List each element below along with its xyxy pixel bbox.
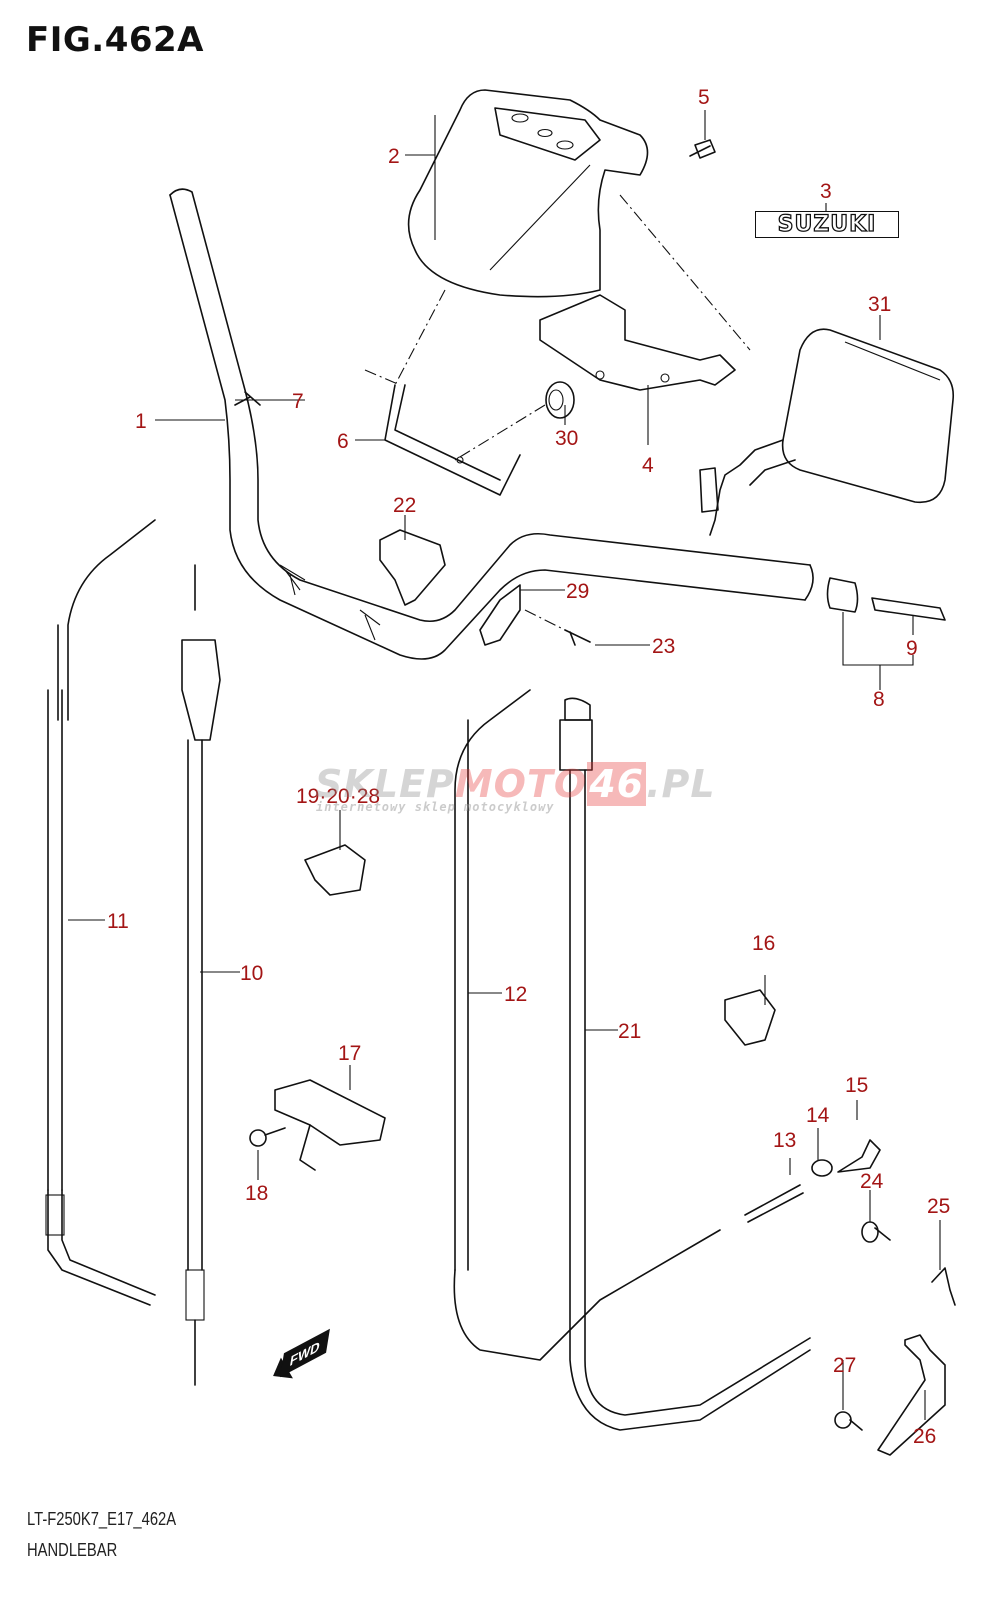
callout-14: 14 [806, 1104, 830, 1127]
suzuki-emblem-part-3[interactable]: SUZUKI [755, 211, 899, 238]
clamp-part-29[interactable] [479, 584, 521, 646]
figure-title: FIG.462A [26, 20, 204, 60]
mirror-part-31[interactable] [699, 328, 955, 536]
callout-2: 2 [388, 145, 400, 168]
handlebar-cover-part-2[interactable] [407, 89, 649, 298]
watermark-part3: 46 [587, 762, 647, 806]
callout-13: 13 [773, 1129, 796, 1152]
callout-30: 30 [555, 427, 578, 450]
callout-16: 16 [752, 932, 775, 955]
leader-lines [68, 110, 941, 1420]
suzuki-logo-text: SUZUKI [777, 211, 877, 237]
pin-part-24[interactable] [861, 1221, 891, 1243]
clamp-part-19-20-28[interactable] [304, 844, 366, 896]
clamp-part-22[interactable] [379, 529, 446, 606]
stay-part-6[interactable] [384, 384, 521, 496]
callout-26: 26 [913, 1425, 936, 1448]
callout-17: 17 [338, 1042, 361, 1065]
bracket-part-4[interactable] [539, 294, 736, 391]
lever-part-26[interactable] [877, 1334, 946, 1456]
callout-12: 12 [504, 983, 527, 1006]
handlebar-part-1[interactable] [169, 188, 814, 660]
bolt-part-5[interactable] [689, 139, 716, 159]
bracket-part-17[interactable] [274, 1079, 386, 1171]
grommet-part-30[interactable] [545, 381, 575, 419]
callout-9: 9 [906, 637, 918, 660]
callout-8: 8 [873, 688, 885, 711]
model-code: LT-F250K7_E17_462A [27, 1509, 177, 1529]
callout-23: 23 [652, 635, 675, 658]
callout-15: 15 [845, 1074, 868, 1097]
watermark: SKLEPMOTO46.PL [315, 762, 716, 806]
callout-1: 1 [135, 410, 147, 433]
joint-part-15[interactable] [837, 1139, 881, 1173]
callout-25: 25 [927, 1195, 950, 1218]
section-name: HANDLEBAR [27, 1540, 118, 1560]
callout-24: 24 [860, 1170, 884, 1193]
callout-31: 31 [868, 293, 891, 316]
callout-7: 7 [292, 390, 304, 413]
watermark-part4: .PL [646, 762, 716, 806]
watermark-subtitle: internetowy sklep motocyklowy [316, 800, 555, 814]
callout-18: 18 [245, 1182, 268, 1205]
clip-part-25[interactable] [931, 1267, 956, 1306]
callout-22: 22 [393, 494, 416, 517]
end-weight-part-8[interactable] [826, 577, 859, 613]
watermark-part1: SKLEP [315, 762, 455, 806]
bolt-part-27[interactable] [834, 1411, 863, 1431]
callout-27: 27 [833, 1354, 856, 1377]
cable-part-12[interactable] [453, 689, 721, 1361]
callout-6: 6 [337, 430, 349, 453]
screw-part-9[interactable] [871, 597, 946, 621]
callout-19-20-28: 19·20·28 [296, 785, 380, 808]
callout-3: 3 [820, 180, 832, 203]
callout-4: 4 [642, 454, 654, 477]
callout-29: 29 [566, 580, 589, 603]
choke-cable-part-21[interactable] [559, 697, 811, 1431]
bolt-part-18[interactable] [249, 1127, 286, 1147]
watermark-part2: MOTO [454, 762, 588, 806]
cable-part-10[interactable] [181, 564, 221, 1386]
spring-part-13[interactable] [744, 1184, 804, 1223]
callout-10: 10 [240, 962, 263, 985]
throttle-cable-part-11[interactable] [45, 519, 156, 1306]
clamp-part-16[interactable] [724, 989, 776, 1046]
bolt-part-23[interactable] [564, 629, 591, 646]
callout-labels: 1 2 3 4 5 6 7 8 9 10 11 12 13 14 15 16 1… [107, 86, 950, 1448]
callout-11: 11 [107, 910, 129, 933]
callout-5: 5 [698, 86, 710, 109]
joint-part-14[interactable] [811, 1159, 833, 1177]
screw-part-7[interactable] [234, 391, 261, 406]
callout-21: 21 [618, 1020, 641, 1043]
